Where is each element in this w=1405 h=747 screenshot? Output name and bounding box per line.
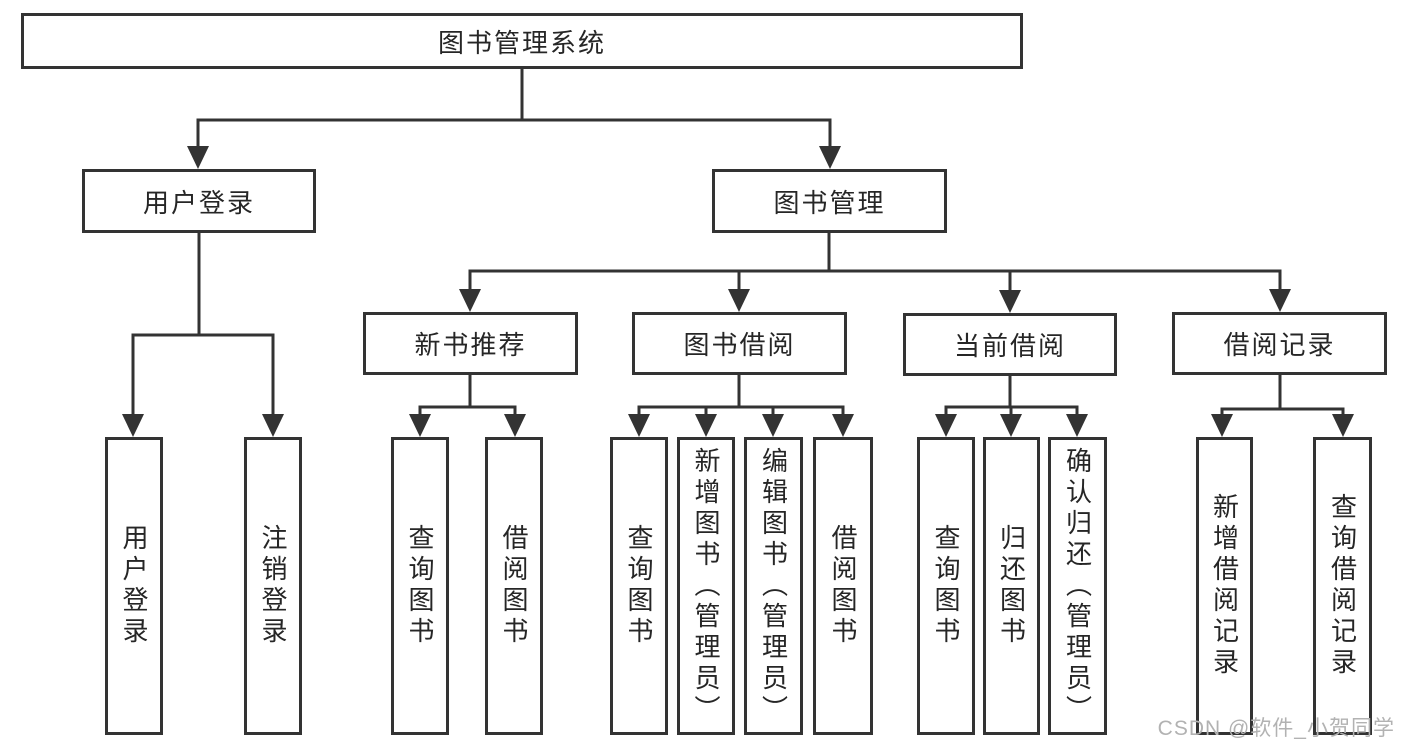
leaf-add-borrow-record: 新增借阅记录 <box>1196 437 1253 735</box>
node-new-book-recommend: 新书推荐 <box>363 312 578 375</box>
leaf-borrow-books-borrow: 借阅图书 <box>813 437 873 735</box>
node-book-borrow: 图书借阅 <box>632 312 847 375</box>
leaf-add-books-admin: 新增图书（管理员） <box>677 437 735 735</box>
node-root-system: 图书管理系统 <box>21 13 1023 69</box>
csdn-watermark: CSDN @软件_小贺同学 <box>1157 717 1395 740</box>
edge-new-book-recommend-to-leaves <box>409 375 526 437</box>
leaf-edit-books-admin: 编辑图书（管理员） <box>744 437 803 735</box>
leaf-borrow-books-recommend: 借阅图书 <box>485 437 543 735</box>
edge-borrow-record-to-leaves <box>1211 375 1354 437</box>
edge-user-login-to-leaves <box>122 233 284 437</box>
node-borrow-record: 借阅记录 <box>1172 312 1387 375</box>
edge-book-borrow-to-leaves <box>628 375 854 437</box>
leaf-query-borrow-record: 查询借阅记录 <box>1313 437 1372 735</box>
node-user-login: 用户登录 <box>82 169 316 233</box>
edge-root-to-level2 <box>187 69 841 169</box>
leaf-query-books-current: 查询图书 <box>917 437 975 735</box>
leaf-confirm-return-admin: 确认归还（管理员） <box>1048 437 1107 735</box>
node-book-management: 图书管理 <box>712 169 947 233</box>
leaf-query-books-recommend: 查询图书 <box>391 437 449 735</box>
leaf-return-books: 归还图书 <box>983 437 1040 735</box>
leaf-user-login: 用户登录 <box>105 437 163 735</box>
node-current-borrow: 当前借阅 <box>903 313 1117 376</box>
edge-current-borrow-to-leaves <box>935 376 1088 437</box>
leaf-query-books-borrow: 查询图书 <box>610 437 668 735</box>
edge-book-mgmt-to-level3 <box>459 233 1291 313</box>
leaf-logout-login: 注销登录 <box>244 437 302 735</box>
